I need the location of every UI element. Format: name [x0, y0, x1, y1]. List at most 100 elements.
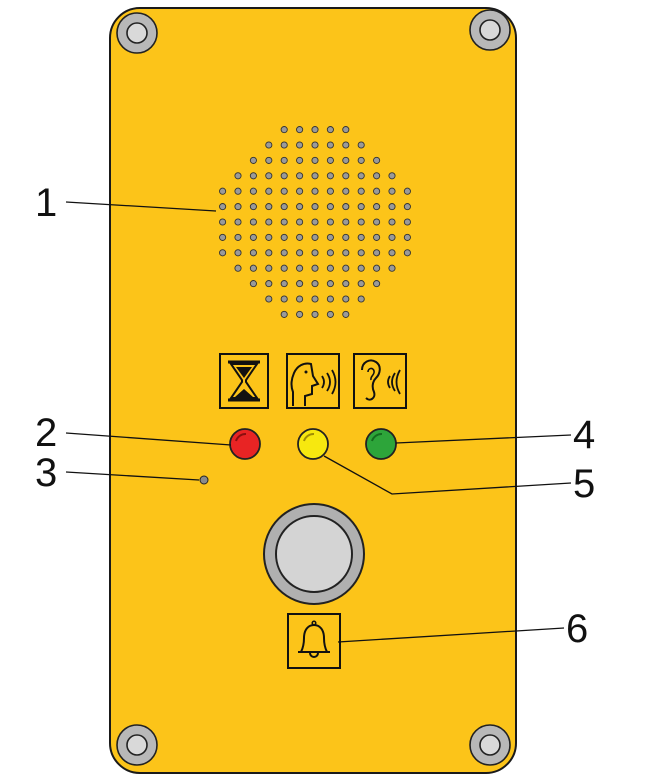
grille-hole — [219, 233, 227, 241]
grille-hole — [249, 172, 257, 180]
speaking-head-icon — [286, 353, 340, 409]
grille-hole — [280, 249, 288, 257]
grille-hole — [311, 156, 319, 164]
grille-hole — [388, 249, 396, 257]
grille-hole — [373, 233, 381, 241]
grille-hole — [234, 249, 242, 257]
grille-hole — [373, 187, 381, 195]
grille-hole — [373, 218, 381, 226]
grille-hole — [326, 126, 334, 134]
grille-hole — [234, 218, 242, 226]
grille-hole — [280, 126, 288, 134]
grille-hole — [373, 172, 381, 180]
grille-hole — [342, 249, 350, 257]
grille-hole — [311, 203, 319, 211]
grille-hole — [388, 218, 396, 226]
grille-hole — [311, 187, 319, 195]
grille-hole — [357, 172, 365, 180]
grille-hole — [296, 203, 304, 211]
callout-5: 5 — [573, 462, 595, 506]
leader-line-2 — [65, 432, 232, 446]
grille-hole — [249, 233, 257, 241]
grille-hole — [342, 280, 350, 288]
grille-hole — [357, 141, 365, 149]
grille-hole — [296, 172, 304, 180]
grille-hole — [249, 249, 257, 257]
grille-hole — [373, 249, 381, 257]
grille-hole — [234, 203, 242, 211]
grille-hole — [373, 280, 381, 288]
grille-hole — [342, 141, 350, 149]
grille-hole — [234, 264, 242, 272]
grille-hole — [296, 264, 304, 272]
grille-hole — [280, 233, 288, 241]
grille-hole — [265, 141, 273, 149]
grille-hole — [280, 156, 288, 164]
grille-hole — [403, 249, 411, 257]
grille-hole — [280, 187, 288, 195]
grille-hole — [280, 141, 288, 149]
grille-hole — [296, 187, 304, 195]
grille-hole — [388, 264, 396, 272]
grille-hole — [326, 218, 334, 226]
callout-3: 3 — [35, 451, 57, 495]
led-yellow — [297, 428, 329, 460]
grille-hole — [311, 172, 319, 180]
grille-hole — [265, 295, 273, 303]
call-button[interactable] — [263, 503, 365, 605]
grille-hole — [249, 218, 257, 226]
grille-hole — [249, 203, 257, 211]
grille-hole — [280, 295, 288, 303]
screw-bottom-left — [116, 724, 158, 766]
grille-hole — [342, 156, 350, 164]
grille-hole — [326, 264, 334, 272]
grille-hole — [388, 233, 396, 241]
grille-hole — [296, 218, 304, 226]
microphone-hole — [199, 475, 209, 485]
grille-hole — [296, 141, 304, 149]
callout-2: 2 — [35, 411, 57, 455]
grille-hole — [326, 233, 334, 241]
callout-lines — [65, 201, 572, 643]
grille-hole — [280, 172, 288, 180]
grille-hole — [357, 280, 365, 288]
screw-bottom-right — [469, 724, 511, 766]
grille-hole — [388, 187, 396, 195]
callout-6: 6 — [566, 607, 588, 651]
grille-hole — [311, 264, 319, 272]
grille-hole — [311, 280, 319, 288]
grille-hole — [249, 156, 257, 164]
leader-line-1 — [65, 201, 217, 212]
grille-hole — [311, 295, 319, 303]
led-green — [365, 428, 397, 460]
grille-hole — [234, 172, 242, 180]
grille-hole — [234, 187, 242, 195]
grille-hole — [357, 249, 365, 257]
grille-hole — [265, 156, 273, 164]
grille-hole — [296, 249, 304, 257]
callout-4: 4 — [573, 413, 595, 457]
grille-hole — [357, 156, 365, 164]
grille-hole — [311, 141, 319, 149]
grille-hole — [342, 172, 350, 180]
grille-hole — [342, 233, 350, 241]
led-red — [229, 428, 261, 460]
leader-line-4 — [395, 434, 572, 444]
grille-hole — [388, 172, 396, 180]
grille-hole — [265, 264, 273, 272]
grille-hole — [296, 156, 304, 164]
grille-hole — [311, 218, 319, 226]
grille-hole — [342, 310, 350, 318]
grille-hole — [326, 295, 334, 303]
grille-hole — [265, 233, 273, 241]
bell-icon — [287, 613, 341, 669]
hourglass-icon — [219, 353, 269, 409]
grille-hole — [403, 233, 411, 241]
grille-hole — [265, 249, 273, 257]
grille-hole — [265, 203, 273, 211]
grille-hole — [403, 187, 411, 195]
grille-hole — [326, 310, 334, 318]
grille-hole — [342, 187, 350, 195]
leader-line-6 — [337, 627, 565, 643]
grille-hole — [357, 203, 365, 211]
